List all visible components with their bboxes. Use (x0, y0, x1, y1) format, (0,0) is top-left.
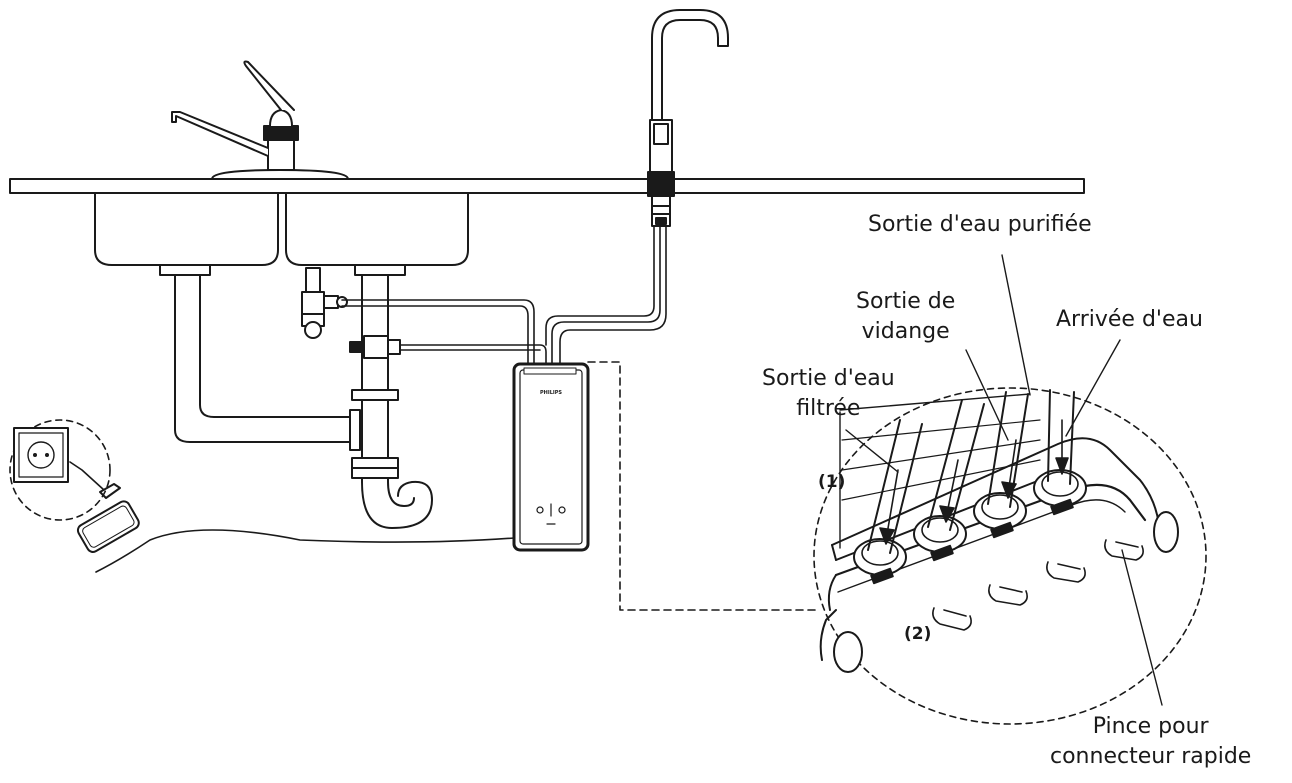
connector-tube-2 (913, 399, 985, 562)
label-purified-outlet: Sortie d'eau purifiée (868, 212, 1092, 237)
purifier-unit: PHILIPS (512, 362, 590, 552)
wall-outlet (9, 419, 111, 521)
inlet-valve (301, 267, 348, 339)
marker-step-1: (1) (818, 472, 846, 492)
zoom-detail (813, 387, 1207, 725)
connector-tube-3 (973, 391, 1029, 539)
flow-arrows (879, 419, 1069, 545)
drain-pipes (174, 274, 433, 529)
label-water-inlet: Arrivée d'eau (1056, 307, 1203, 332)
unit-brand: PHILIPS (540, 390, 562, 396)
power-supply (69, 461, 515, 573)
label-quick-connector-clip: Pince pour connecteur rapide (1050, 714, 1252, 769)
mixer-tap (171, 60, 349, 180)
tubes (341, 225, 667, 367)
sink (94, 192, 469, 276)
label-filtered-outlet: Sortie d'eau filtrée (762, 366, 895, 421)
connector-tube-1 (853, 419, 923, 585)
zoom-connector (587, 361, 821, 611)
label-drain-outlet: Sortie de vidange (856, 289, 956, 344)
quick-connector-clips (932, 539, 1144, 631)
purified-water-faucet (647, 9, 729, 227)
countertop (9, 178, 1085, 194)
connector-tube-4 (1033, 389, 1087, 516)
leader-lines (845, 254, 1163, 706)
drain-saddle-valve (349, 335, 401, 359)
marker-step-2: (2) (904, 624, 932, 644)
